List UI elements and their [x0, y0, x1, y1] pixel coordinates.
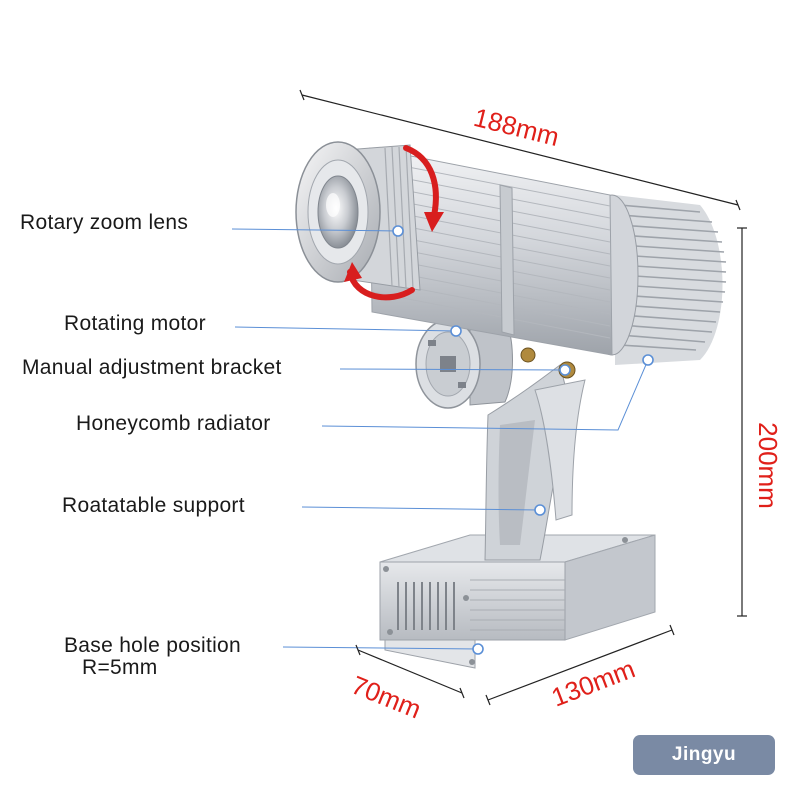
leader-lines: [231, 228, 649, 650]
label-rotatable-support: Roatatable support: [62, 494, 245, 517]
dimension-lines: [299, 89, 747, 706]
brand-badge: Jingyu: [633, 735, 775, 775]
zoom-lens: [295, 141, 421, 291]
dimension-height: 200mm: [752, 422, 783, 509]
leader-dots: [392, 225, 654, 655]
label-honeycomb-radiator: Honeycomb radiator: [76, 412, 271, 435]
rotating-motor: [415, 317, 513, 409]
label-rotary-zoom-lens: Rotary zoom lens: [20, 211, 189, 234]
label-base-hole-position: Base hole position: [64, 634, 242, 657]
base-box: [379, 534, 656, 669]
label-manual-adjustment-bracket: Manual adjustment bracket: [22, 356, 282, 379]
main-body: [369, 147, 613, 356]
label-base-hole-radius: R=5mm: [82, 656, 158, 679]
label-rotating-motor: Rotating motor: [64, 312, 206, 335]
rotation-arrow-icon: [344, 145, 444, 301]
